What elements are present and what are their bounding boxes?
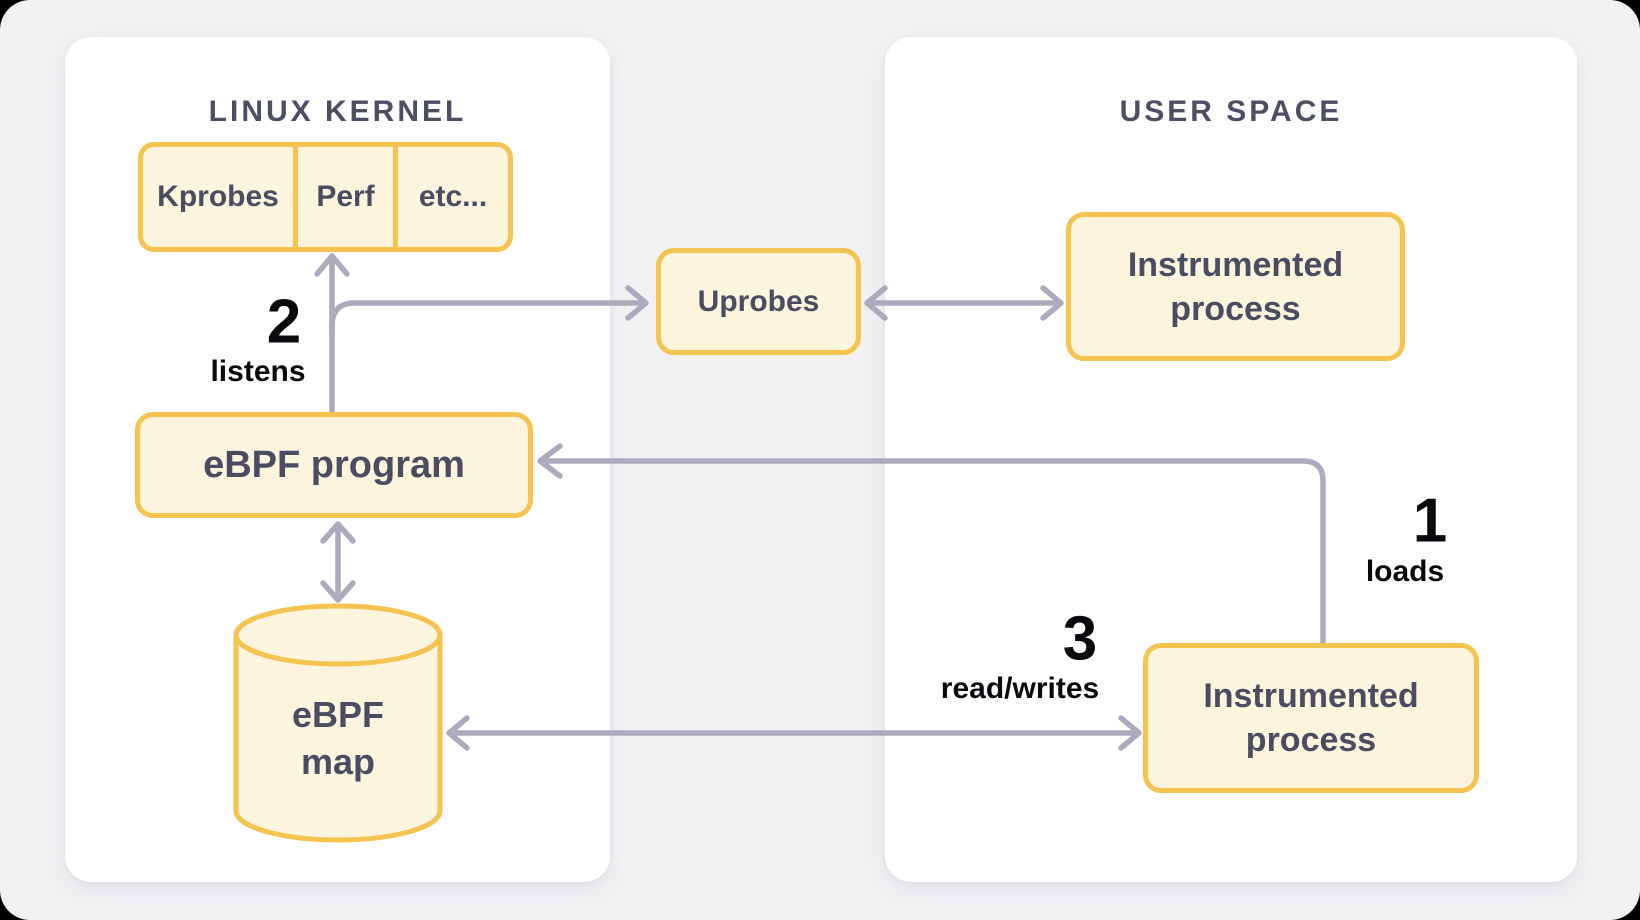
step-1-label: loads [1365,555,1445,588]
user-space-title: USER SPACE [1119,95,1343,128]
linux-kernel-title: LINUX KERNEL [208,95,467,128]
step-3-number: 3 [1062,604,1098,674]
instrumented-process-bottom-node: Instrumented process [1143,643,1479,793]
instrumented-process-top-node: Instrumented process [1066,212,1405,361]
uprobes-process-left-arrowhead-icon [864,285,888,321]
uprobes-branch-arrowhead-icon [625,285,649,321]
kprobes-segment: Kprobes [157,180,279,213]
perf-segment: Perf [293,147,393,247]
uprobes-node: Uprobes [656,248,861,355]
cylinder-shape-icon [233,603,443,843]
step-2-label: listens [210,355,306,388]
kernel-probes-node: Kprobes Perf etc... [138,142,513,252]
step-3-label: read/writes [940,672,1100,705]
step-2-number: 2 [266,287,302,357]
step-1-number: 1 [1412,486,1448,556]
ebpf-map-node: eBPF map [233,603,443,843]
ebpf-program-node: eBPF program [135,412,533,518]
ebpf-map-label: eBPF map [291,694,385,782]
etc-segment: etc... [393,147,508,247]
